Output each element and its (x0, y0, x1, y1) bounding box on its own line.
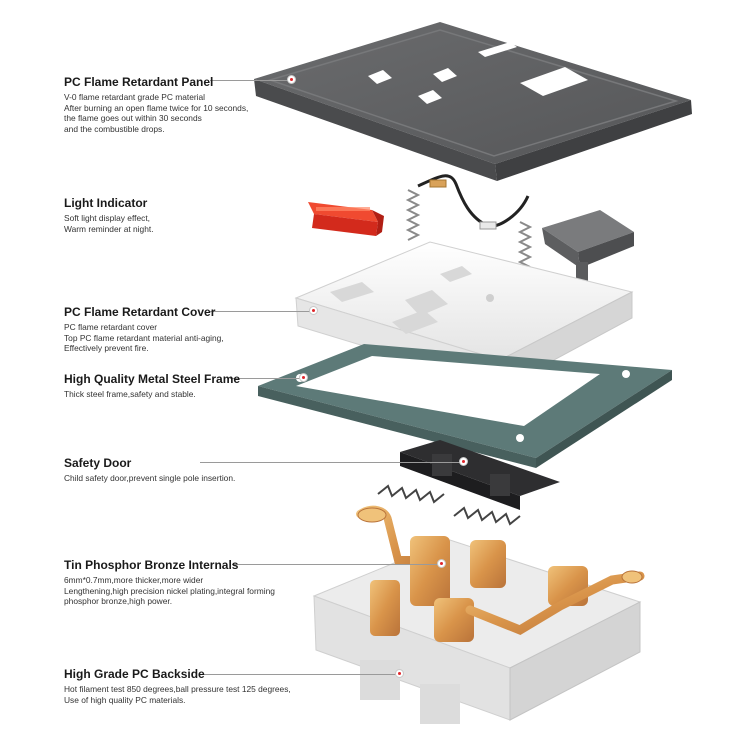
callout-line: V-0 flame retardant grade PC material (64, 92, 206, 102)
callout-line: Hot filament test 850 degrees,ball press… (64, 684, 291, 694)
light-indicator (308, 202, 384, 236)
leader-line-bronze (232, 564, 442, 565)
marker-backside (395, 669, 404, 678)
marker-safety-door (459, 457, 468, 466)
safety-door (377, 440, 560, 526)
callout-line: 6mm*0.7mm,more thicker,more wider (64, 575, 204, 585)
marker-cover (309, 306, 318, 315)
callout-title: PC Flame Retardant Panel (64, 75, 214, 89)
leader-line-cover (210, 311, 314, 312)
callout-title: High Quality Metal Steel Frame (64, 372, 241, 386)
callout-title: PC Flame Retardant Cover (64, 305, 216, 319)
callout-line: phosphor bronze,high power. (64, 596, 173, 607)
leader-line-steel-frame (230, 378, 304, 379)
callout-safety-door: Safety Door Child safety door,prevent si… (64, 456, 304, 484)
callout-line: Use of high quality PC materials. (64, 694, 186, 705)
marker-steel-frame (299, 373, 308, 382)
pc-backside-base (312, 539, 642, 724)
leader-line-safety-door (200, 462, 464, 463)
callout-line: Top PC flame retardant material anti-agi… (64, 332, 224, 343)
callout-line: Effectively prevent fire. (64, 343, 149, 354)
leader-line-backside (200, 674, 400, 675)
callout-cover: PC Flame Retardant Cover PC flame retard… (64, 305, 304, 354)
callout-line: Thick steel frame,safety and stable. (64, 389, 196, 399)
metal-steel-frame (258, 344, 672, 468)
callout-bronze-internals: Tin Phosphor Bronze Internals 6mm*0.7mm,… (64, 558, 304, 607)
callout-line: Warm reminder at night. (64, 223, 154, 234)
callout-line: Child safety door,prevent single pole in… (64, 473, 236, 483)
callout-line: the flame goes out within 30 seconds (64, 113, 202, 124)
callout-line: Soft light display effect, (64, 213, 150, 223)
callout-panel: PC Flame Retardant Panel V-0 flame retar… (64, 75, 304, 134)
flame-retardant-panel (254, 22, 692, 181)
marker-panel (287, 75, 296, 84)
callout-line: Lengthening,high precision nickel platin… (64, 585, 275, 596)
callout-title: Light Indicator (64, 196, 148, 210)
callout-title: Tin Phosphor Bronze Internals (64, 558, 239, 572)
callout-line: PC flame retardant cover (64, 322, 158, 332)
leader-line-panel (210, 80, 292, 81)
callout-title: Safety Door (64, 456, 132, 470)
callout-line: and the combustible drops. (64, 123, 165, 134)
marker-bronze (437, 559, 446, 568)
callout-backside: High Grade PC Backside Hot filament test… (64, 667, 304, 705)
callout-title: High Grade PC Backside (64, 667, 205, 681)
tin-phosphor-bronze-internals (356, 505, 645, 642)
callout-light-indicator: Light Indicator Soft light display effec… (64, 196, 304, 234)
spring-contacts (405, 174, 533, 268)
callout-steel-frame: High Quality Metal Steel Frame Thick ste… (64, 372, 304, 400)
callout-line: After burning an open flame twice for 10… (64, 102, 249, 113)
